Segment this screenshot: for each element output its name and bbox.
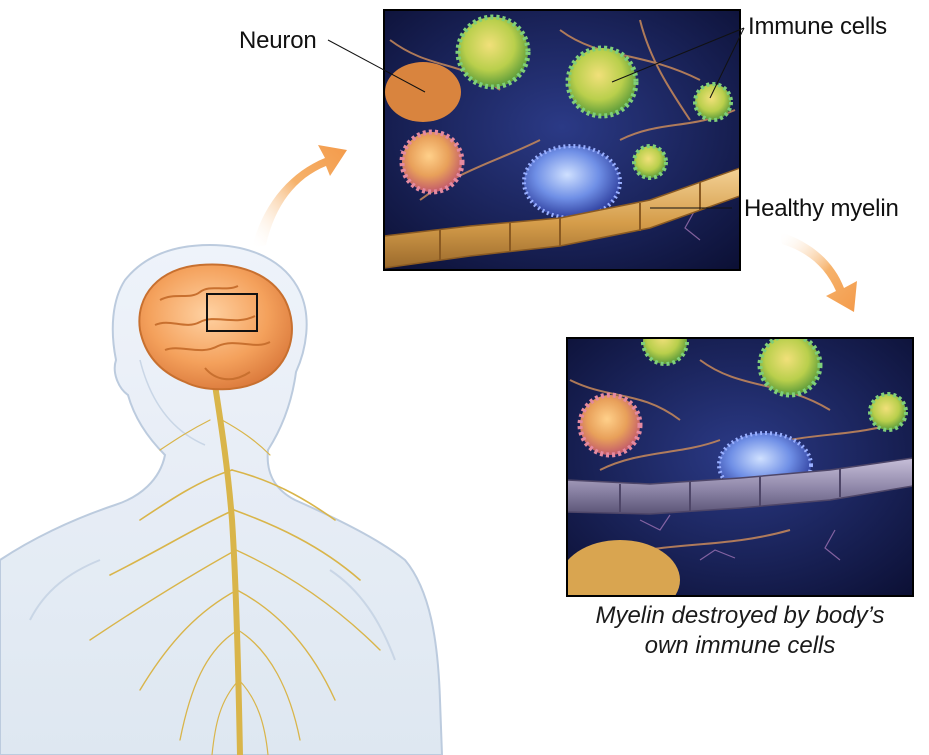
caption-line-1: Myelin destroyed by body’s — [548, 601, 929, 631]
healthy-myelin-label: Healthy myelin — [744, 195, 899, 223]
immune-cells-label: Immune cells — [748, 13, 887, 41]
neuron-label: Neuron — [239, 27, 317, 55]
arrow-up-right — [252, 145, 347, 248]
damaged-nerve-panel — [560, 320, 913, 620]
arrow-down-right — [780, 232, 857, 312]
neuron-body — [385, 62, 461, 122]
healthy-nerve-panel — [384, 10, 740, 270]
caption-line-2: own immune cells — [548, 631, 929, 661]
figure-caption: Myelin destroyed by body’s own immune ce… — [548, 601, 929, 661]
